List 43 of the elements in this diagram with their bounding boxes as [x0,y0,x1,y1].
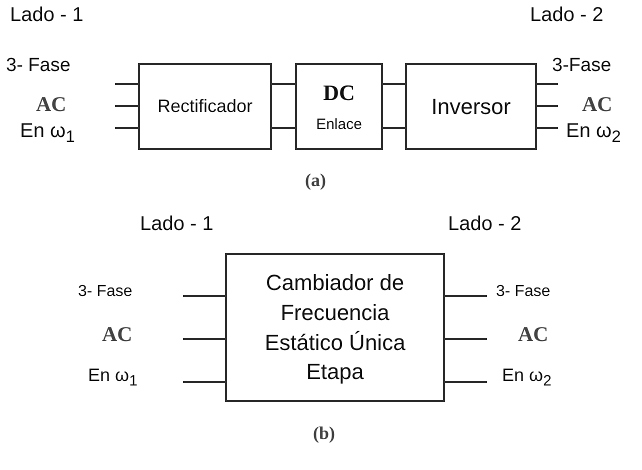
text-label: (b) [313,423,335,444]
terminal-line [115,127,138,129]
terminal-line [183,338,225,340]
terminal-line [445,295,487,297]
terminal-line [537,83,558,85]
terminal-line [115,83,138,85]
terminal-line [445,381,487,383]
text-label: 3-Fase [552,55,612,77]
block-subtitle: Enlace [316,116,362,133]
terminal-line [115,105,138,107]
text-label: (a) [305,170,326,191]
process-box [225,253,445,402]
block-title: DC [323,80,355,106]
text-label: En ω$_{1}$ [88,365,138,390]
connector-line [383,83,405,85]
terminal-line [537,105,558,107]
text-label: 3- Fase [78,283,132,301]
connector-line [272,127,295,129]
text-label: Lado - 2 [448,213,522,236]
text-label: 3- Fase [6,55,70,77]
text-label: Lado - 2 [530,4,604,27]
terminal-line [183,295,225,297]
text-label: Lado - 1 [140,213,214,236]
text-label: AC [582,92,612,117]
block-title: Inversor [431,94,511,120]
terminal-line [537,127,558,129]
text-label: AC [518,322,548,347]
terminal-line [445,338,487,340]
text-label: En ω$_{2}$ [566,120,621,147]
connector-line [383,127,405,129]
text-label: AC [102,322,132,347]
terminal-line [183,381,225,383]
text-label: Lado - 1 [10,4,84,27]
text-label: En ω$_{1}$ [20,120,75,147]
connector-line [272,83,295,85]
text-label: AC [36,92,66,117]
block-title: Cambiador de Frecuencia Estático Única Etapa [264,269,406,386]
text-label: En ω$_{2}$ [502,365,552,390]
process-box [405,63,537,150]
process-box [138,63,272,150]
process-box [295,63,383,150]
text-label: 3- Fase [496,283,550,301]
block-title: Rectificador [157,96,253,117]
